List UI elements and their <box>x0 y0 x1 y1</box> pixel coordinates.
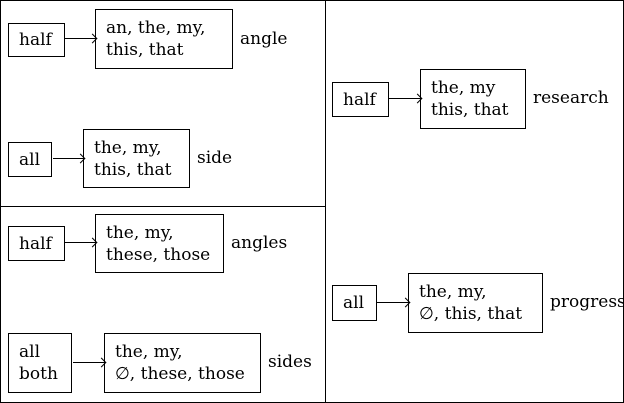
source-box: all <box>8 142 52 177</box>
target-text: this, that <box>106 40 184 60</box>
target-box: the, my,∅, this, that <box>408 273 543 333</box>
target-text: the, my, <box>106 222 174 243</box>
target-box: the, my,this, that <box>83 129 190 188</box>
target-text: this, that <box>94 159 172 180</box>
arrow <box>73 362 104 363</box>
source-text: half <box>19 30 52 50</box>
noun-label: angle <box>240 29 288 49</box>
source-text: both <box>19 364 58 384</box>
source-text: all <box>19 149 41 170</box>
target-box: the, my,∅, these, those <box>104 333 261 393</box>
target-text: the, my, <box>94 137 162 158</box>
target-text: the, my <box>431 78 496 98</box>
target-text: the, my, <box>419 282 487 302</box>
target-text: ∅, this, that <box>419 304 523 324</box>
source-box: half <box>332 82 389 117</box>
target-box: an, the, my,this, that <box>95 9 233 69</box>
arrow <box>389 98 420 99</box>
target-text: this, that <box>431 100 509 120</box>
target-text: the, my, <box>115 342 183 362</box>
source-text: all <box>343 293 365 313</box>
arrow <box>65 38 95 39</box>
noun-label: research <box>533 88 609 108</box>
target-text: these, those <box>106 244 211 265</box>
target-text: an, the, my, <box>106 18 206 38</box>
arrow <box>65 242 95 243</box>
source-text: all <box>19 342 41 362</box>
noun-label: angles <box>231 233 288 253</box>
target-box: the, my,these, those <box>95 214 224 273</box>
noun-label: side <box>197 148 233 168</box>
source-box: half <box>8 23 65 57</box>
source-text: half <box>19 233 52 254</box>
source-box: half <box>8 226 65 261</box>
target-text: ∅, these, those <box>115 364 245 384</box>
noun-label: progress <box>550 292 624 312</box>
noun-label: sides <box>268 352 312 372</box>
source-text: half <box>343 89 376 110</box>
arrow <box>53 158 83 159</box>
arrow <box>377 302 408 303</box>
source-box: all <box>332 285 377 321</box>
